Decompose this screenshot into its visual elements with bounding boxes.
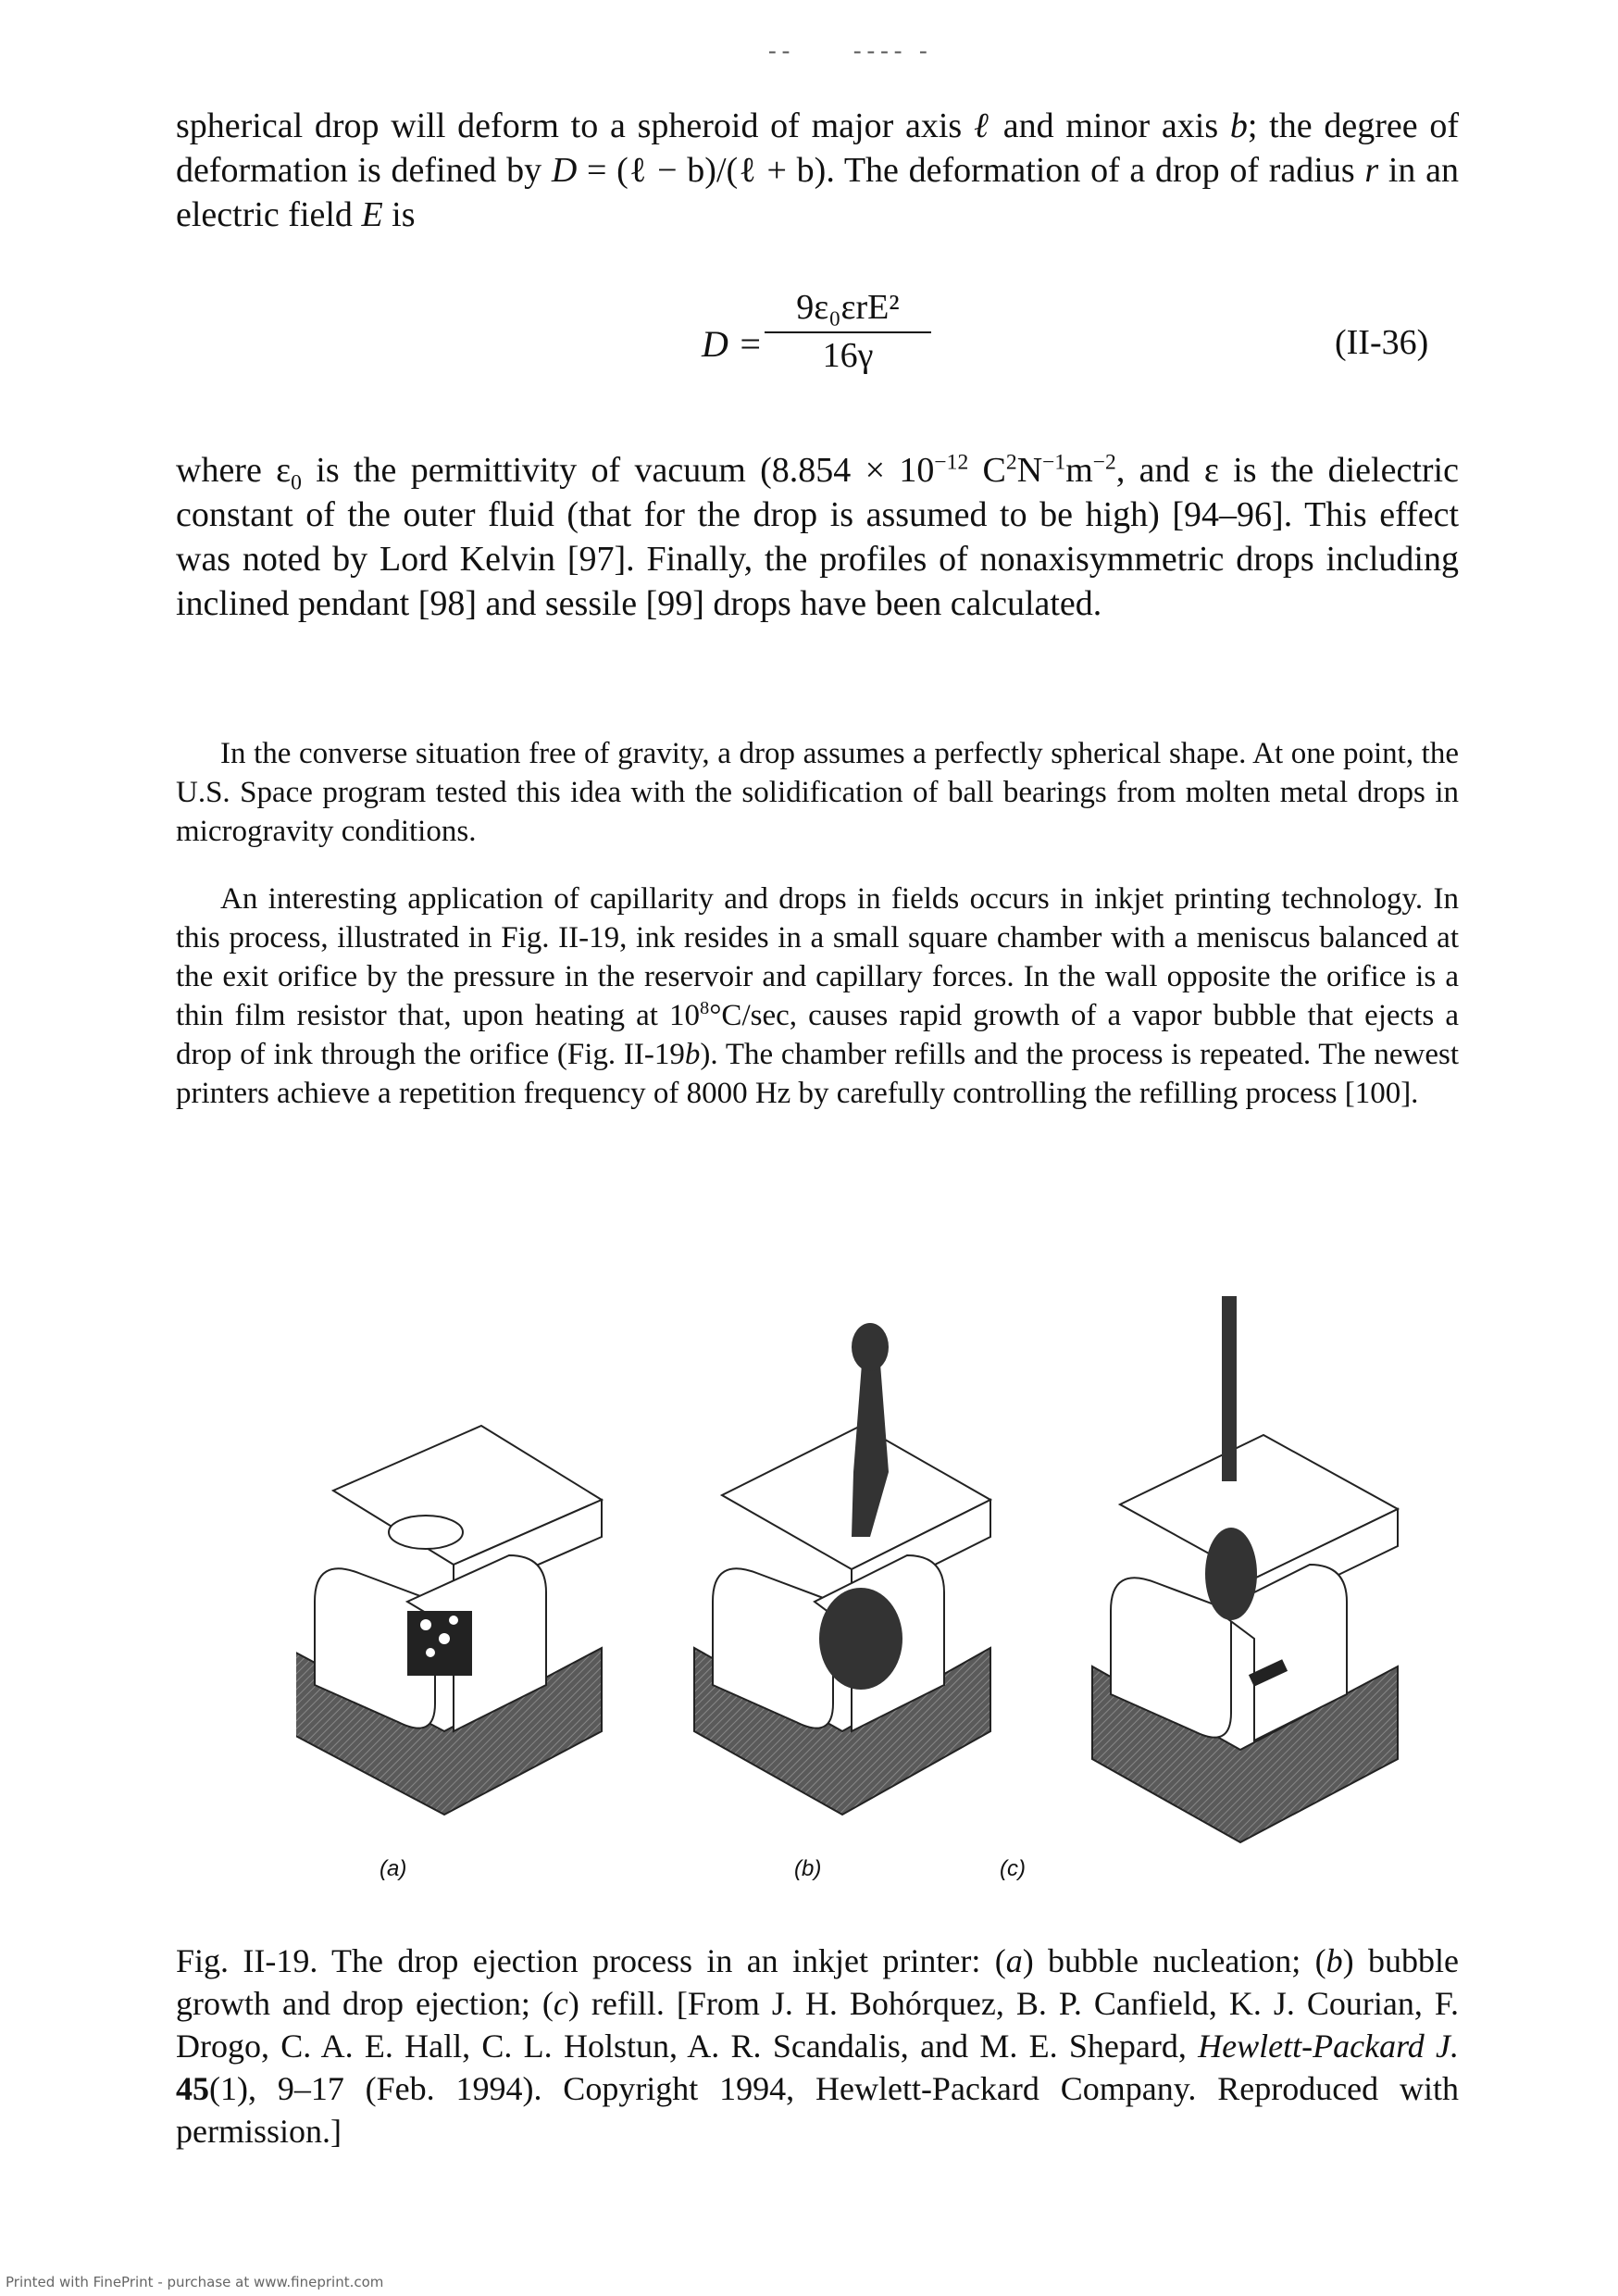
text-run: C (968, 451, 1006, 490)
figure-II-19: (a) (b) (c) (286, 1235, 1500, 1889)
text-run: is the permittivity of vacuum (8.854 × 1… (301, 451, 935, 490)
figure-caption: Fig. II-19. The drop ejection process in… (176, 1940, 1459, 2152)
paragraph-2: where ε0 is the permittivity of vacuum (… (176, 448, 1459, 626)
text-run: = (ℓ − b)/(ℓ + b). The deformation of a … (577, 151, 1365, 190)
text-run: An interesting application of capillarit… (176, 882, 1459, 1032)
text-run: where ε (176, 451, 292, 490)
text-run: ; the degree of deformation is defined b… (176, 106, 1459, 190)
panel-a-bubble-nucleation (286, 1424, 604, 1816)
symbol-b: b (1229, 106, 1248, 145)
symbol-l: ℓ (973, 106, 992, 145)
text-run: in an electric field (176, 151, 1459, 234)
equation-II-36: D = 9ε₀εrE² 16γ (II-36) (0, 287, 1618, 398)
panel-label-a: (a) (380, 1856, 407, 1881)
equation-numerator: 9ε₀εrE² (765, 287, 931, 333)
text-run: is (382, 195, 416, 234)
equation-denominator: 16γ (822, 336, 874, 375)
page-header-dashes: -- ---- - (768, 37, 933, 64)
text-run: m (1065, 451, 1093, 490)
paragraph-3: In the converse situation free of gravit… (176, 737, 1459, 848)
superscript: 2 (1005, 450, 1017, 475)
print-footer: Printed with FinePrint - purchase at www… (6, 2274, 384, 2290)
superscript: −1 (1042, 450, 1066, 475)
symbol-r: r (1364, 151, 1379, 190)
panel-label-c: (c) (1000, 1856, 1026, 1881)
panel-c-refill (1091, 1235, 1400, 1844)
panel-label-b: (b) (794, 1856, 822, 1881)
superscript: −12 (934, 450, 969, 475)
inkjet-figure-illustration (286, 1235, 1400, 1844)
italic-run: c (553, 1985, 568, 2022)
italic-run: b (1326, 1942, 1343, 1979)
equation-lhs: D = (702, 323, 763, 365)
text-run: spherical drop will deform to a spheroid… (176, 106, 974, 145)
volume-number: 45 (176, 2070, 209, 2107)
text-run: Fig. II-19. The drop ejection process in… (176, 1942, 1006, 1979)
paragraph-4: An interesting application of capillarit… (176, 880, 1459, 1113)
paragraph-1: spherical drop will deform to a spheroid… (176, 104, 1459, 237)
text-run: ) refill. [From J. H. Bohórquez, B. P. C… (176, 1985, 1459, 2065)
text-run: N (1016, 451, 1043, 490)
superscript: 8 (700, 998, 710, 1018)
italic-run: b (684, 1038, 701, 1071)
text-run: ) bubble nucleation; ( (1022, 1942, 1326, 1979)
superscript: −2 (1092, 450, 1116, 475)
text-run: (1), 9–17 (Feb. 1994). Copyright 1994, H… (176, 2070, 1459, 2150)
text-run: °C/sec, causes rapid growth of a vapor b… (176, 999, 1459, 1071)
text-run: ). The chamber refills and the process i… (176, 1038, 1459, 1110)
italic-run: a (1005, 1942, 1023, 1979)
journal-name: Hewlett-Packard J. (1198, 2028, 1459, 2065)
text-run: , and ε is the dielectric constant of th… (176, 451, 1459, 623)
equation-fraction: 9ε₀εrE² 16γ (765, 287, 931, 376)
text-run: ) bubble growth and drop ejection; ( (176, 1942, 1459, 2022)
subscript: 0 (291, 470, 302, 495)
text-run: and minor axis (991, 106, 1230, 145)
panel-b-drop-ejection (693, 1323, 993, 1816)
equation-tag: (II-36) (1335, 323, 1429, 362)
symbol-E: E (361, 195, 383, 234)
symbol-D: D (551, 151, 578, 190)
